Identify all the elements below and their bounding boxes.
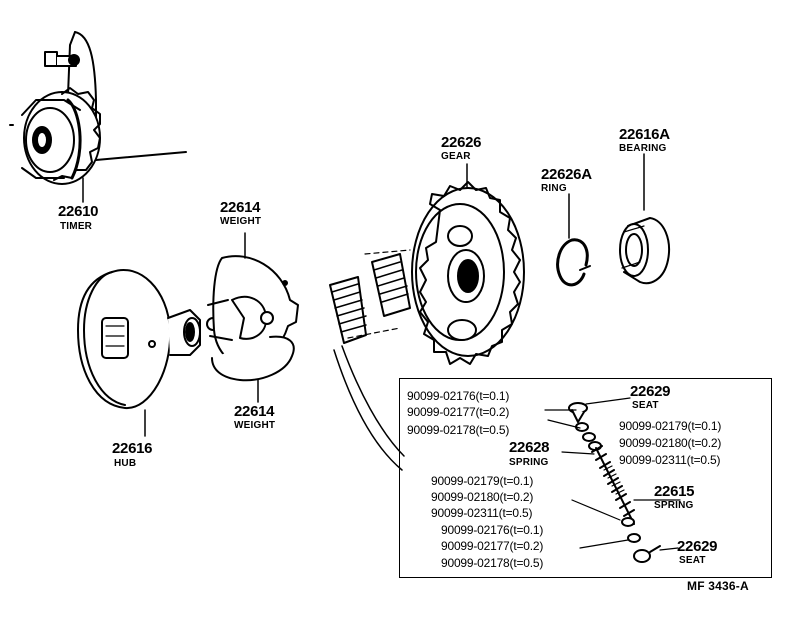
seat-top-name: SEAT: [632, 400, 659, 411]
seat-top-number: 22629: [630, 383, 671, 400]
shim-left-top-1: 90099-02176(t=0.1): [407, 389, 510, 403]
timer-number: 22610: [58, 203, 99, 220]
shim-left-bottom-3: 90099-02178(t=0.5): [441, 556, 544, 570]
bearing-number: 22616A: [619, 126, 670, 143]
shim-left-mid-3: 90099-02311(t=0.5): [431, 506, 533, 520]
shim-left-top-3: 90099-02178(t=0.5): [407, 423, 510, 437]
timer-drawing: [9, 31, 187, 203]
hub-number: 22616: [112, 440, 153, 457]
inset-box: [399, 378, 772, 578]
spring-drawing: [329, 249, 411, 471]
bearing-drawing: [619, 153, 670, 285]
inset-drawing: [544, 397, 681, 563]
spring-outer-name: SPRING: [654, 500, 694, 511]
ring-drawing: [556, 193, 591, 287]
ring-name: RING: [541, 183, 567, 194]
gear-number: 22626: [441, 134, 482, 151]
gear-name: GEAR: [441, 151, 471, 162]
shim-left-mid-1: 90099-02179(t=0.1): [431, 474, 534, 488]
ring-number: 22626A: [541, 166, 592, 183]
spring-inner-number: 22628: [509, 439, 550, 456]
hub-name: HUB: [114, 458, 137, 469]
hub-drawing: [77, 269, 220, 437]
shim-right-1: 90099-02179(t=0.1): [619, 419, 722, 433]
spring-inner-name: SPRING: [509, 457, 549, 468]
shim-right-3: 90099-02311(t=0.5): [619, 453, 721, 467]
shim-left-bottom-1: 90099-02176(t=0.1): [441, 523, 544, 537]
seat-bottom-name: SEAT: [679, 555, 706, 566]
bearing-name: BEARING: [619, 143, 667, 154]
shim-left-top-2: 90099-02177(t=0.2): [407, 405, 510, 419]
figure-code: MF 3436-A: [687, 579, 749, 593]
gear-drawing: [411, 163, 525, 365]
weight-top-name: WEIGHT: [220, 216, 262, 227]
shim-left-mid-2: 90099-02180(t=0.2): [431, 490, 534, 504]
shim-left-bottom-2: 90099-02177(t=0.2): [441, 539, 544, 553]
weight-bottom-number: 22614: [234, 403, 275, 420]
seat-bottom-number: 22629: [677, 538, 718, 555]
shim-right-2: 90099-02180(t=0.2): [619, 436, 722, 450]
spring-outer-number: 22615: [654, 483, 695, 500]
timer-name: TIMER: [60, 221, 93, 232]
weight-bottom-name: WEIGHT: [234, 420, 276, 431]
weight-top-number: 22614: [220, 199, 261, 216]
weight-drawing: [207, 232, 299, 403]
